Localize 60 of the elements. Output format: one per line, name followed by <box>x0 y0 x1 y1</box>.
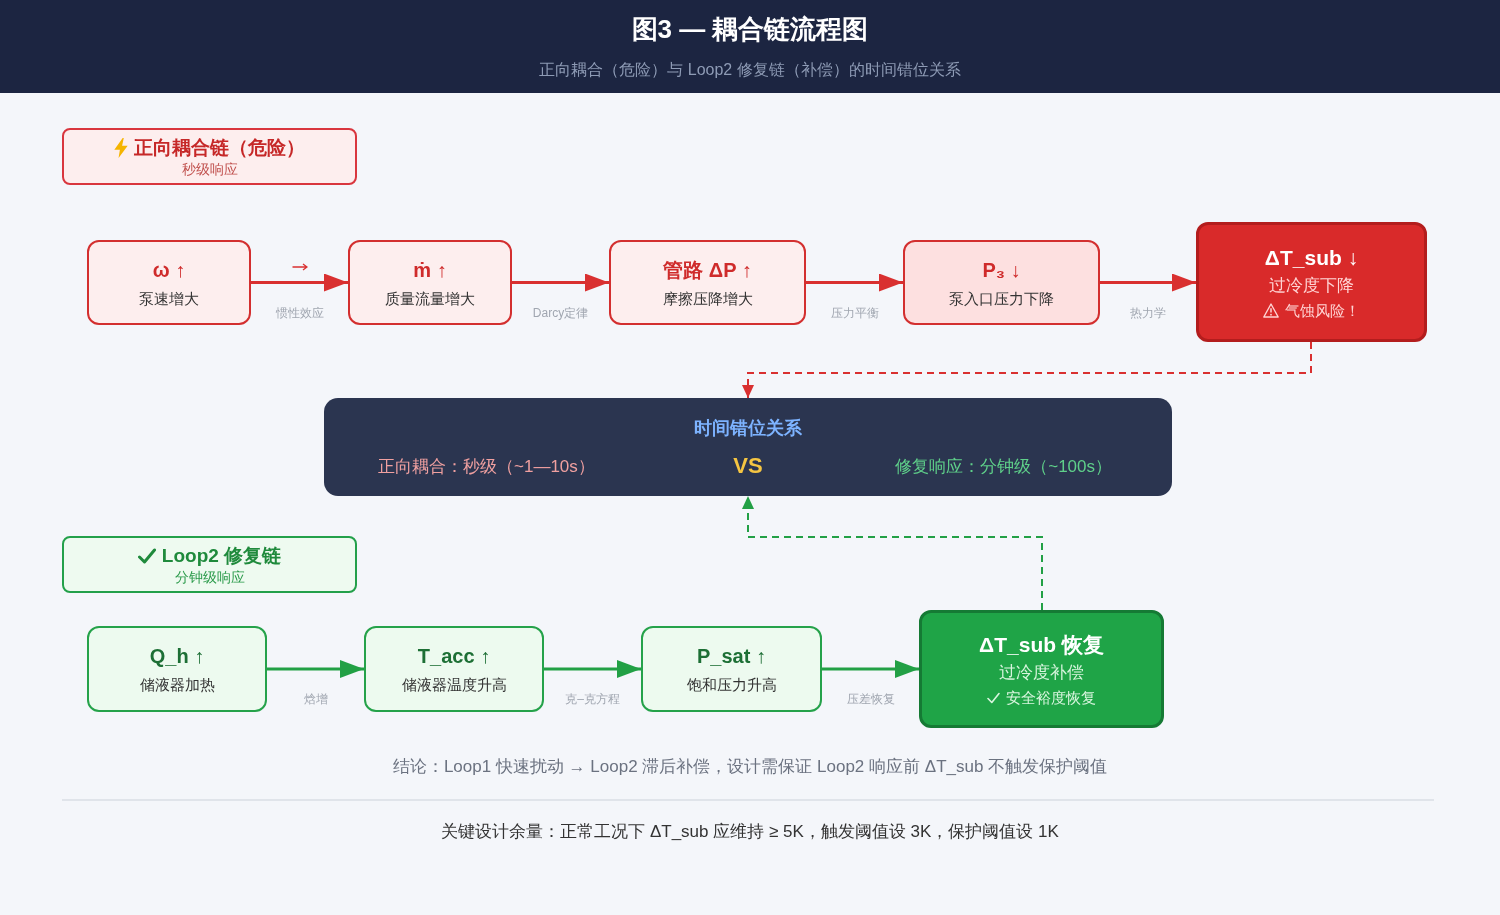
edge-label: 热力学 <box>1130 304 1166 321</box>
warning-text: 气蚀风险！ <box>1285 300 1360 321</box>
section-subtitle: 秒级响应 <box>181 159 238 178</box>
subtitle: 正向耦合（危险）与 Loop2 修复链（补偿）的时间错位关系 <box>539 60 961 80</box>
panel-title: 时间错位关系 <box>694 417 802 440</box>
process-box <box>641 626 822 712</box>
alert-box <box>1196 222 1427 342</box>
node-description: 质量流量增大 <box>385 288 475 309</box>
node-title: ṁ ↑ <box>413 257 447 283</box>
node-description: 过冷度下降 <box>1269 274 1354 297</box>
edge-label: 克–克方程 <box>565 691 620 707</box>
process-box <box>903 240 1100 325</box>
node-description: 储液器加热 <box>139 675 215 695</box>
result-box <box>919 610 1164 728</box>
node-title: ω ↑ <box>152 257 186 283</box>
node-description: 摩擦压降增大 <box>662 288 753 309</box>
section-header <box>62 536 357 593</box>
arrow <box>1100 273 1196 292</box>
dashed-arrow <box>742 341 1312 399</box>
process-box <box>364 626 544 712</box>
node-description: 储液器温度升高 <box>401 675 507 695</box>
arrow <box>251 273 348 292</box>
node-description: 泵速增大 <box>139 288 199 309</box>
process-box <box>348 240 512 325</box>
edge-label: 压差恢复 <box>846 691 895 707</box>
arrow <box>267 660 364 678</box>
section-header <box>62 128 357 185</box>
conclusion-note: 结论：Loop1 快速扰动 → Loop2 滞后补偿，设计需保证 Loop2 响应前 ΔT_sub 不触发保护阈值 <box>392 756 1108 778</box>
edge-label: Darcy定律 <box>532 304 589 321</box>
arrow <box>544 660 641 678</box>
section-title: 正向耦合链（危险） <box>134 135 305 160</box>
comparison-panel <box>324 398 1172 496</box>
edge-label: 压力平衡 <box>830 304 879 321</box>
comparison-text: 修复响应：分钟级（~100s） <box>895 456 1112 478</box>
node-title: P_sat ↑ <box>697 644 766 669</box>
node-title: P₃ ↓ <box>982 257 1021 283</box>
node-title: Q_h ↑ <box>149 644 205 669</box>
arrow <box>822 660 919 678</box>
section-subtitle: 分钟级响应 <box>174 567 245 586</box>
arrow <box>512 273 609 292</box>
node-title: T_acc ↑ <box>417 644 491 669</box>
node-description: 饱和压力升高 <box>686 675 777 695</box>
edge-label: 惯性效应 <box>275 304 324 321</box>
node-description: 过冷度补偿 <box>999 661 1084 684</box>
node-title: ΔT_sub ↓ <box>1264 244 1359 271</box>
process-box <box>609 240 806 325</box>
comparison-text: 正向耦合：秒级（~1—10s） <box>378 456 595 478</box>
dashed-arrow <box>742 495 1043 611</box>
arrow <box>806 273 903 292</box>
versus-text: VS <box>733 453 763 479</box>
title: 图3 — 耦合链流程图 <box>631 13 869 46</box>
node-description: 泵入口压力下降 <box>949 288 1054 309</box>
design-margin-note: 关键设计余量：正常工况下 ΔT_sub 应维持 ≥ 5K，触发阈值设 3K，保护阈值设 1K <box>441 821 1059 843</box>
process-box <box>87 240 251 325</box>
process-box <box>87 626 267 712</box>
node-title: ΔT_sub 恢复 <box>979 631 1104 658</box>
edge-label: 焓增 <box>303 691 328 707</box>
status-text: 安全裕度恢复 <box>1006 687 1096 708</box>
section-title: Loop2 修复链 <box>161 543 282 568</box>
node-title: 管路 ΔP ↑ <box>663 257 752 283</box>
